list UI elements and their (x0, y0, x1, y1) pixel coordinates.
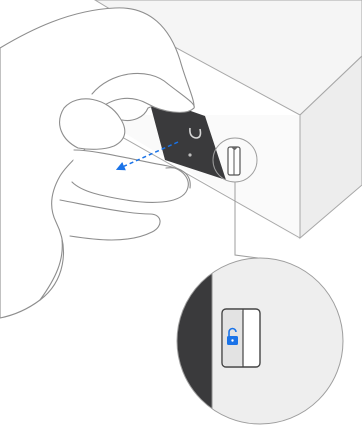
callout-zoom (150, 250, 352, 426)
hand (0, 8, 194, 318)
lock-switch (222, 309, 260, 367)
callout-dark-region (150, 250, 212, 426)
hand-ring-finger (60, 200, 160, 240)
